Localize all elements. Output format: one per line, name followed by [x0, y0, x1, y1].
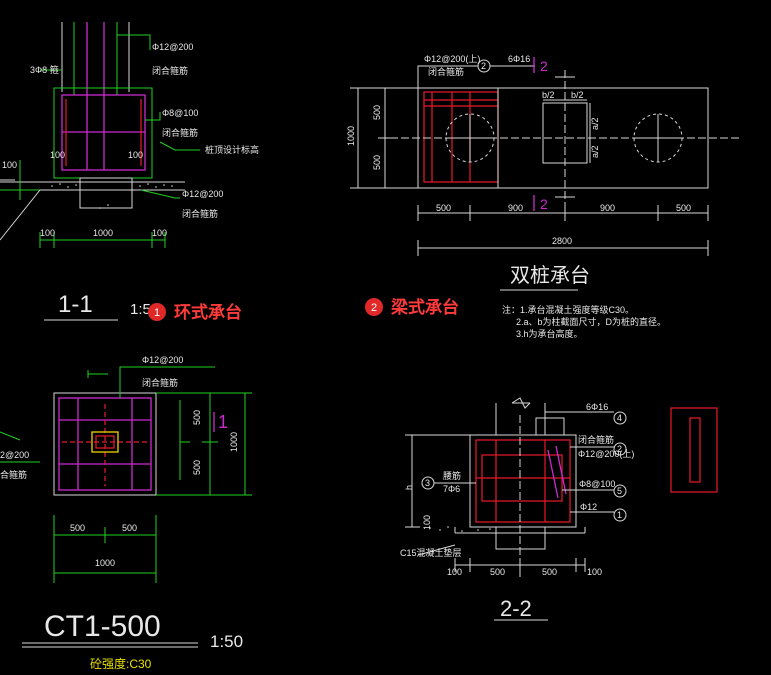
cut-mark-bottom: 2: [540, 196, 548, 212]
b2-left: b/2: [542, 90, 555, 100]
s22-dim-2: 500: [490, 567, 505, 577]
s22-circle-5: 5: [617, 486, 622, 496]
s22-c15: C15混凝土垫层: [400, 547, 462, 558]
dim-bottom-3: 900: [600, 203, 615, 213]
dim-100-right: 100: [152, 228, 167, 238]
callout-num-2: 2: [371, 302, 377, 314]
s22-closed: 闭合箍筋: [578, 434, 614, 445]
ct1-dim-1000: 1000: [95, 558, 115, 568]
s22-phi12: Φ12: [580, 502, 597, 512]
ann-phi12-top: Φ12@200: [152, 42, 193, 52]
double-cap-title: 双桩承台: [510, 264, 590, 287]
dim-side-100: 100: [2, 160, 17, 170]
dim-bottom-1: 500: [436, 203, 451, 213]
callout-badge-1: [148, 303, 166, 321]
gravel-hatch: [51, 183, 173, 209]
s22-closed2: Φ12@200(上): [578, 449, 634, 459]
ct1-dim-r500a: 500: [192, 410, 202, 425]
ct1-dim-r1000: 1000: [229, 432, 239, 452]
ct1-concrete: 砼强度:C30: [90, 656, 152, 671]
dim-left-1000: 1000: [346, 126, 356, 146]
inner-dim-100a: 100: [50, 150, 65, 160]
s22-circle-2: 2: [617, 444, 622, 454]
ann-6phi16: 6Φ16: [508, 54, 530, 64]
s22-dim-4: 100: [587, 567, 602, 577]
cut-mark-top: 2: [540, 58, 548, 74]
s22-phi8: Φ8@100: [579, 479, 615, 489]
ct1-scale: 1:50: [210, 632, 243, 651]
dim-100-left: 100: [40, 228, 55, 238]
s22-circle-1: 1: [617, 510, 622, 520]
dim-bottom-4: 500: [676, 203, 691, 213]
s22-h: h: [404, 485, 414, 490]
ann-top-closed: 闭合箍筋: [428, 66, 464, 77]
ct1-dim-r500b: 500: [192, 460, 202, 475]
dim-total-2800: 2800: [552, 236, 572, 246]
ct1-ann-left1: 2@200: [0, 450, 29, 460]
ann-closed-1: 闭合箍筋: [152, 65, 188, 76]
ct1-ann-left2: 合箍筋: [0, 469, 27, 480]
ann-top-rebar: Φ12@200(上): [424, 54, 480, 64]
ann-closed-2: 闭合箍筋: [162, 127, 198, 138]
callout-label-ring-cap: 环式承台: [174, 302, 242, 322]
a2-bottom: a/2: [590, 145, 600, 158]
scale-1-1: 1:5: [130, 301, 151, 318]
s22-100v: 100: [422, 515, 432, 530]
ct1-cut-1: 1: [218, 412, 228, 432]
s22-circle-3: 3: [425, 478, 430, 488]
section-title-1-1: 1-1: [58, 291, 93, 318]
s22-dim-1: 100: [447, 567, 462, 577]
ann-phi8: Φ8@100: [162, 108, 198, 118]
section-title-2-2: 2-2: [500, 596, 532, 621]
ann-3phi8: 3Φ8 箍: [30, 64, 59, 75]
s22-waist: 腰筋: [443, 470, 461, 481]
s22-circle-4: 4: [617, 413, 622, 423]
note-3: 3.h为承台高度。: [516, 328, 583, 339]
dim-left-500b: 500: [372, 155, 382, 170]
ann-pile-top: 桩顶设计标高: [205, 144, 259, 155]
callout-badge-2: [365, 298, 383, 316]
section-2-2: 4 6Φ16 2 闭合箍筋 Φ12@200(上) 5 Φ8@100 1 Φ12 …: [400, 397, 718, 621]
section-1-1: 3Φ8 箍 Φ12@200 闭合箍筋 Φ8@100 闭合箍筋 桩顶设计标高 Φ1…: [0, 22, 259, 322]
ct1-dim-500a: 500: [70, 523, 85, 533]
b2-right: b/2: [571, 90, 584, 100]
note-1: 注：1.承台混凝土强度等级C30。: [502, 304, 634, 315]
s22-dim-3: 500: [542, 567, 557, 577]
ct1-dim-500b: 500: [122, 523, 137, 533]
ct1-ann-phi12: Φ12@200: [142, 355, 183, 365]
inner-dim-100b: 100: [128, 150, 143, 160]
dim-left-500a: 500: [372, 105, 382, 120]
ct1-plan: Φ12@200 闭合箍筋 2@200 合箍筋 500 500 1000 1 50…: [0, 355, 252, 671]
double-pile-cap: 2 Φ12@200(上) 闭合箍筋 6Φ16 2 2 b/2 b/2 a/2 a…: [346, 54, 740, 339]
ann-phi12-bot: Φ12@200: [182, 189, 223, 199]
dim-1000: 1000: [93, 228, 113, 238]
callout-num-1: 1: [154, 307, 160, 319]
ct1-title: CT1-500: [44, 610, 161, 643]
ct1-ann-closed: 闭合箍筋: [142, 377, 178, 388]
callout-label-beam-cap: 梁式承台: [390, 297, 459, 317]
s22-6phi16: 6Φ16: [586, 402, 608, 412]
circle-2-label: 2: [481, 61, 486, 71]
s22-7phi6: 7Φ6: [443, 484, 460, 494]
ann-closed-3: 闭合箍筋: [182, 208, 218, 219]
a2-top: a/2: [590, 117, 600, 130]
dim-bottom-2: 900: [508, 203, 523, 213]
note-2: 2.a、b为柱截面尺寸，D为桩的直径。: [516, 316, 666, 327]
